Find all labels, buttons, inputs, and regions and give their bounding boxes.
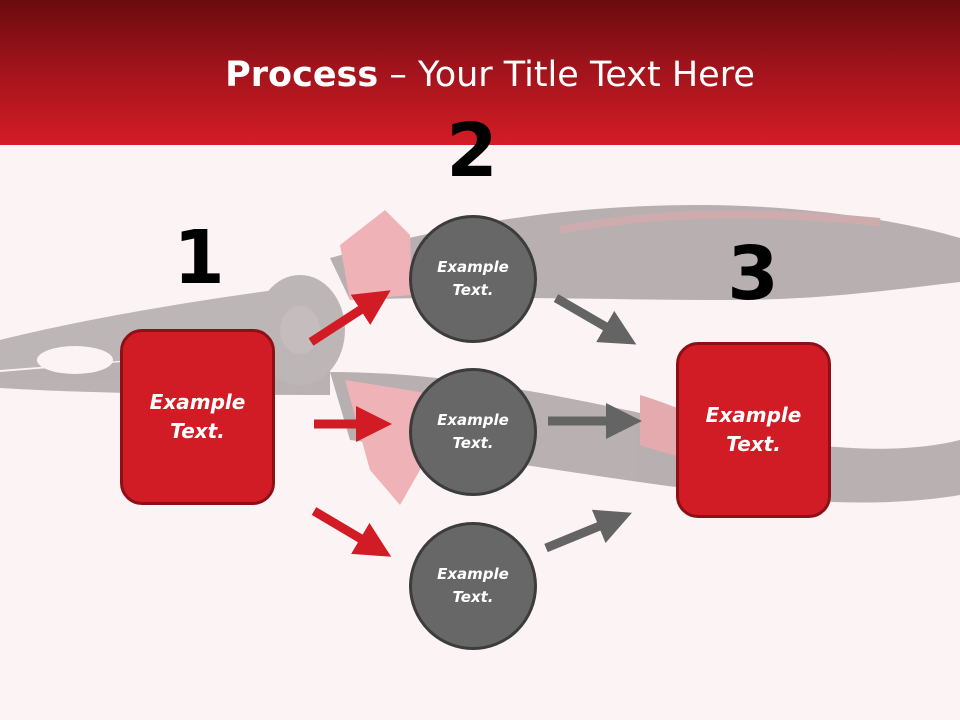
- circle-top-text: Example Text.: [437, 258, 509, 299]
- arrow-bottom-to-right: [544, 509, 632, 553]
- step-number-2: 2: [446, 108, 498, 194]
- arrow-left-to-bottom: [311, 507, 392, 557]
- step-number-1: 1: [173, 215, 225, 301]
- left-box: Example Text.: [120, 329, 275, 505]
- title-rest: – Your Title Text Here: [378, 55, 755, 95]
- arrow-left-to-top: [308, 290, 391, 346]
- left-box-text: Example Text.: [149, 390, 246, 443]
- arrow-top-to-right: [553, 294, 637, 345]
- step-number-3: 3: [727, 231, 779, 317]
- title-bold: Process: [225, 55, 379, 95]
- title-bar: [0, 0, 960, 145]
- right-box: Example Text.: [676, 342, 831, 518]
- circle-middle: Example Text.: [409, 368, 537, 496]
- circle-bottom-text: Example Text.: [437, 565, 509, 606]
- circle-top: Example Text.: [409, 215, 537, 343]
- right-box-text: Example Text.: [705, 403, 802, 456]
- circle-bottom: Example Text.: [409, 522, 537, 650]
- circle-middle-text: Example Text.: [437, 411, 509, 452]
- slide-title: Process – Your Title Text Here: [0, 52, 960, 98]
